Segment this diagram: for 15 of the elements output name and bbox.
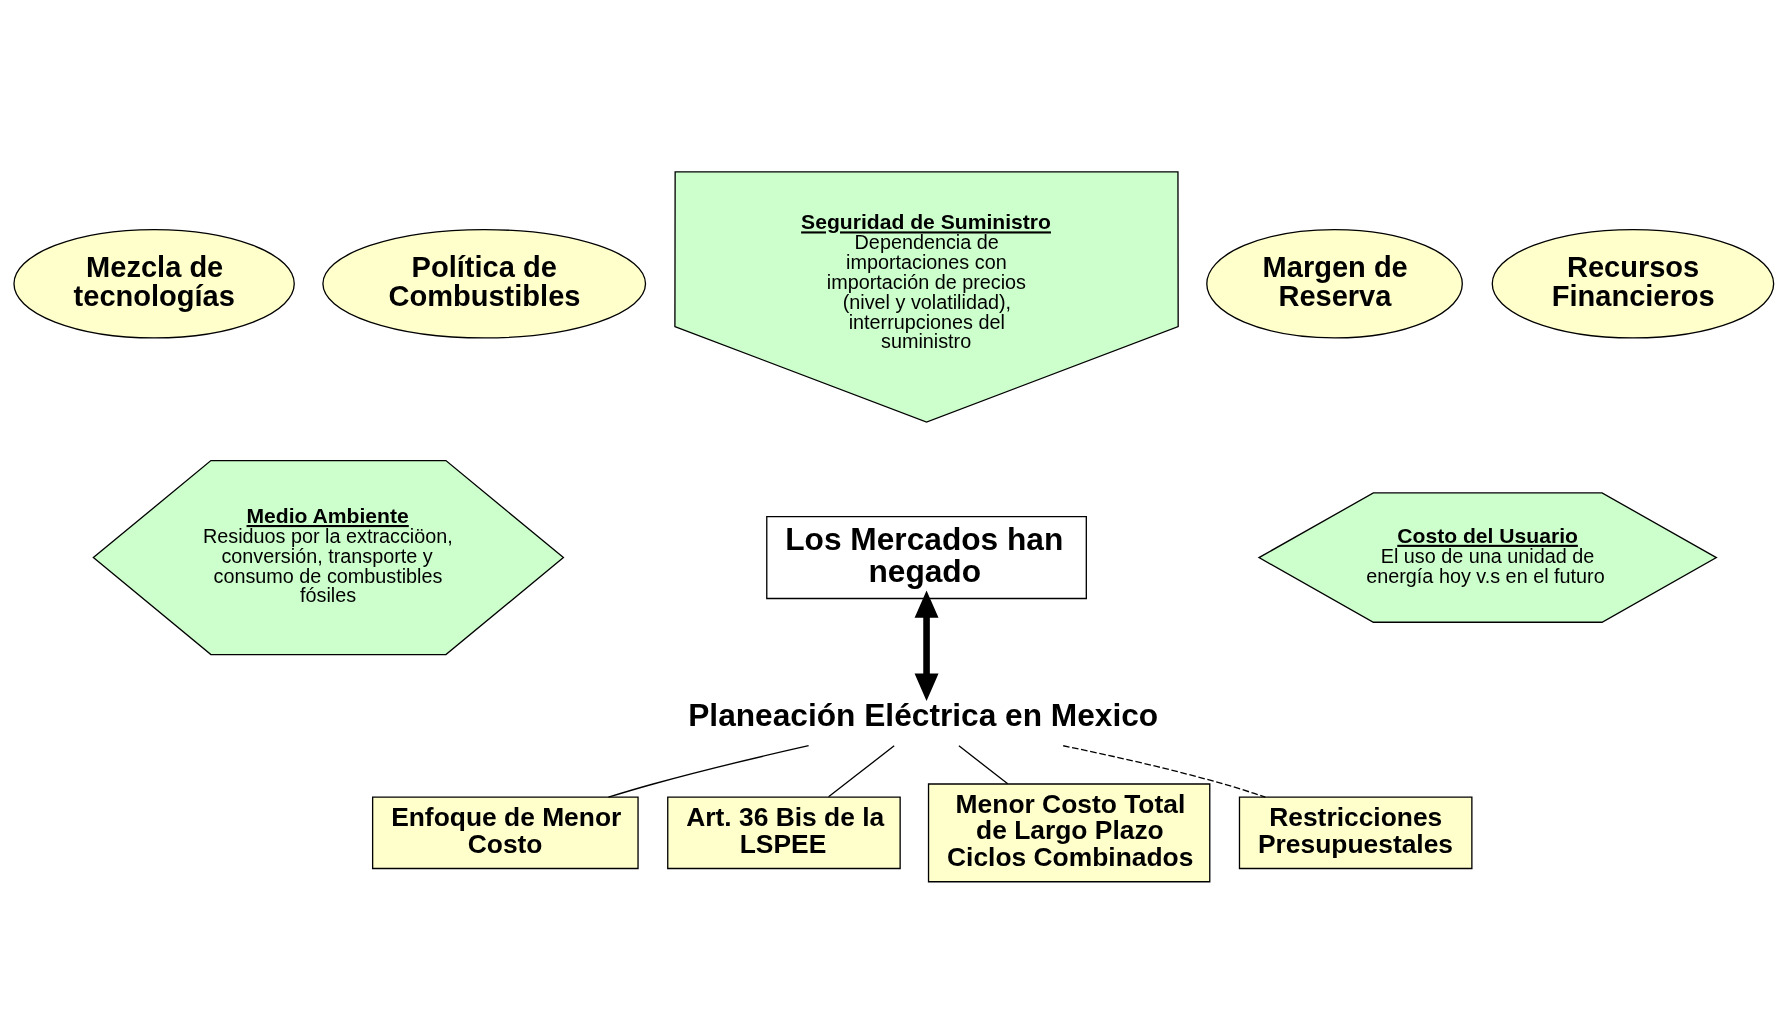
connector	[607, 745, 810, 798]
arrow	[914, 590, 939, 701]
node-box: Los Mercados han negado	[766, 516, 1087, 600]
node-text: Planeación Eléctrica en Mexico	[688, 697, 1159, 734]
node-ellipse: Política de Combustibles	[322, 228, 647, 339]
node-ellipse: Mezcla de tecnologías	[13, 228, 295, 339]
node-ellipse: Margen de Reserva	[1206, 228, 1463, 339]
connector	[958, 745, 1009, 785]
node-box: Menor Costo Total de Largo Plazo Ciclos Combinados	[927, 783, 1211, 883]
node-box: Restricciones Presupuestales	[1238, 796, 1473, 870]
node-box: Art. 36 Bis de la LSPEE	[667, 796, 901, 870]
connector	[1062, 745, 1266, 798]
node-box: Enfoque de Menor Costo	[371, 796, 639, 870]
node-ellipse: Recursos Financieros	[1491, 228, 1775, 339]
connector	[827, 745, 895, 798]
